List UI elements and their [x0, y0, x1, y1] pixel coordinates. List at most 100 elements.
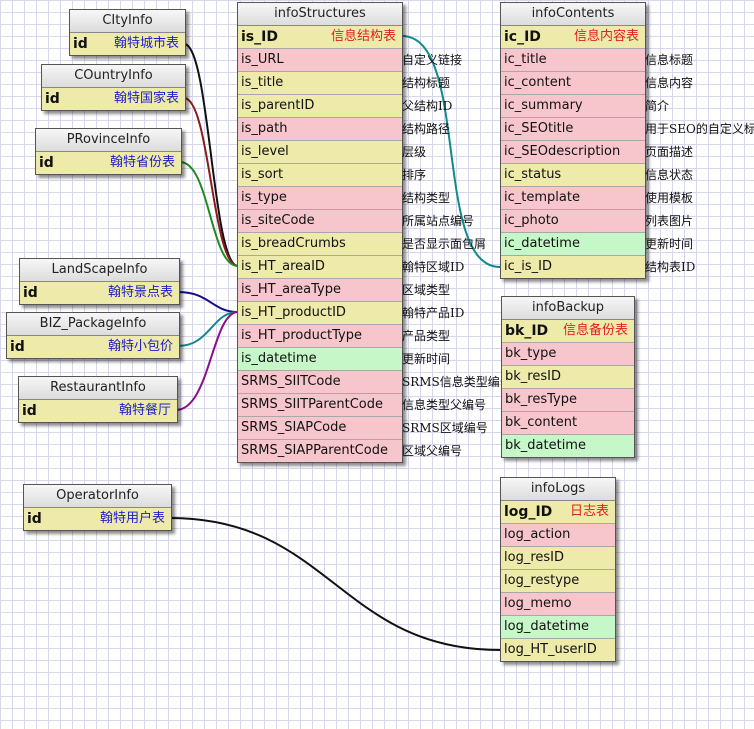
table-row-pk[interactable]: id 翰特省份表: [36, 152, 181, 174]
field-name: is_HT_areaType: [241, 282, 341, 297]
relation-provinceinfo-infostructures: [179, 161, 239, 267]
table-provinceinfo[interactable]: PRovinceInfo id 翰特省份表: [35, 128, 182, 175]
table-cityinfo[interactable]: CItyInfo id 翰特城市表: [69, 9, 186, 56]
field-name: is_breadCrumbs: [241, 236, 346, 251]
table-comment: 翰特用户表: [99, 511, 165, 526]
field-name: ic_ID: [504, 29, 541, 45]
table-row[interactable]: bk_content: [502, 412, 634, 435]
table-countryinfo[interactable]: COuntryInfo id 翰特国家表: [41, 64, 186, 111]
field-name: ic_summary: [504, 98, 583, 113]
table-row[interactable]: log_memo: [501, 593, 615, 616]
relation-countryinfo-infostructures: [183, 97, 239, 267]
table-row[interactable]: bk_resID: [502, 366, 634, 389]
table-row-pk[interactable]: id 翰特小包价: [7, 336, 179, 358]
field-name: ic_status: [504, 167, 562, 182]
field-comment: 区域父编号: [402, 444, 463, 458]
table-row-pk[interactable]: log_ID 日志表: [501, 501, 615, 524]
table-row[interactable]: bk_type: [502, 343, 634, 366]
table-comment: 信息备份表: [562, 323, 628, 338]
field-name: bk_resID: [505, 369, 561, 384]
table-row[interactable]: log_action: [501, 524, 615, 547]
table-title: OperatorInfo: [24, 485, 171, 508]
field-name: log_restype: [504, 573, 580, 588]
field-name: log_ID: [504, 504, 553, 520]
field-name: bk_content: [505, 415, 578, 430]
field-name: SRMS_SIAPCode: [241, 420, 347, 435]
table-comment: 日志表: [569, 504, 609, 519]
relation-cityinfo-infostructures: [183, 43, 239, 267]
field-name: log_action: [504, 527, 571, 542]
field-name: is_title: [241, 75, 284, 90]
table-title: COuntryInfo: [42, 65, 185, 88]
table-comment: 信息结构表: [330, 29, 396, 44]
table-biz-packageinfo[interactable]: BIZ_PackageInfo id 翰特小包价: [6, 312, 180, 359]
table-comment: 翰特小包价: [107, 339, 173, 354]
field-name: bk_ID: [505, 323, 549, 339]
table-operatorinfo[interactable]: OperatorInfo id 翰特用户表: [23, 484, 172, 531]
field-comment: 所属站点编号: [402, 214, 475, 228]
field-comment: 页面描述: [645, 145, 694, 159]
field-comment: 自定义链接: [402, 53, 463, 67]
table-row[interactable]: log_datetime: [501, 616, 615, 639]
table-row-pk[interactable]: id 翰特景点表: [20, 282, 179, 304]
field-comment: 排序: [402, 168, 427, 182]
table-landscapeinfo[interactable]: LandScapeInfo id 翰特景点表: [19, 258, 180, 305]
table-row-pk[interactable]: id 翰特城市表: [70, 33, 185, 55]
table-restaurantinfo[interactable]: RestaurantInfo id 翰特餐厅: [18, 376, 178, 423]
field-comment: 产品类型: [402, 329, 451, 343]
field-name: id: [39, 155, 54, 171]
table-row[interactable]: ic_SEOtitle用于SEO的自定义标题: [501, 118, 754, 141]
field-name: is_HT_productID: [241, 305, 346, 320]
table-row-pk[interactable]: id 翰特用户表: [24, 508, 171, 530]
table-row[interactable]: log_resID: [501, 547, 615, 570]
table-row[interactable]: bk_datetime: [502, 435, 634, 457]
table-row-pk[interactable]: id 翰特餐厅: [19, 400, 177, 422]
field-name: is_ID: [241, 29, 278, 45]
field-name: log_memo: [504, 596, 572, 611]
table-row[interactable]: log_HT_userID: [501, 639, 615, 661]
table-row-pk[interactable]: ic_ID 信息内容表: [501, 26, 645, 49]
table-row-pk[interactable]: bk_ID 信息备份表: [502, 320, 634, 343]
table-title: BIZ_PackageInfo: [7, 313, 179, 336]
table-comment: 翰特城市表: [113, 36, 179, 51]
table-row-pk[interactable]: id 翰特国家表: [42, 88, 185, 110]
table-row[interactable]: bk_resType: [502, 389, 634, 412]
table-row-pk[interactable]: is_ID 信息结构表: [238, 26, 402, 49]
table-row[interactable]: log_restype: [501, 570, 615, 593]
table-comment: 翰特景点表: [107, 285, 173, 300]
field-comment: 结构类型: [402, 191, 451, 205]
table-comment: 翰特省份表: [109, 155, 175, 170]
